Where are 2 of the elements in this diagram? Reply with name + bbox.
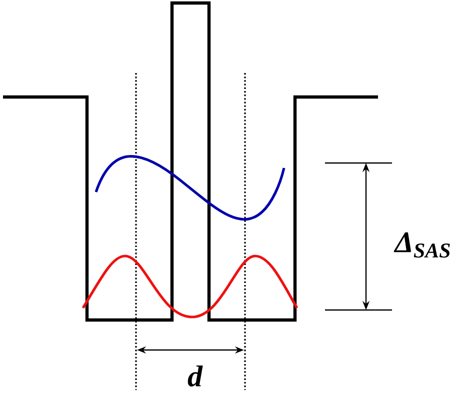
dimension-label: d <box>188 366 203 387</box>
dimension-label: Δ$_{SAS}$ <box>394 232 450 258</box>
